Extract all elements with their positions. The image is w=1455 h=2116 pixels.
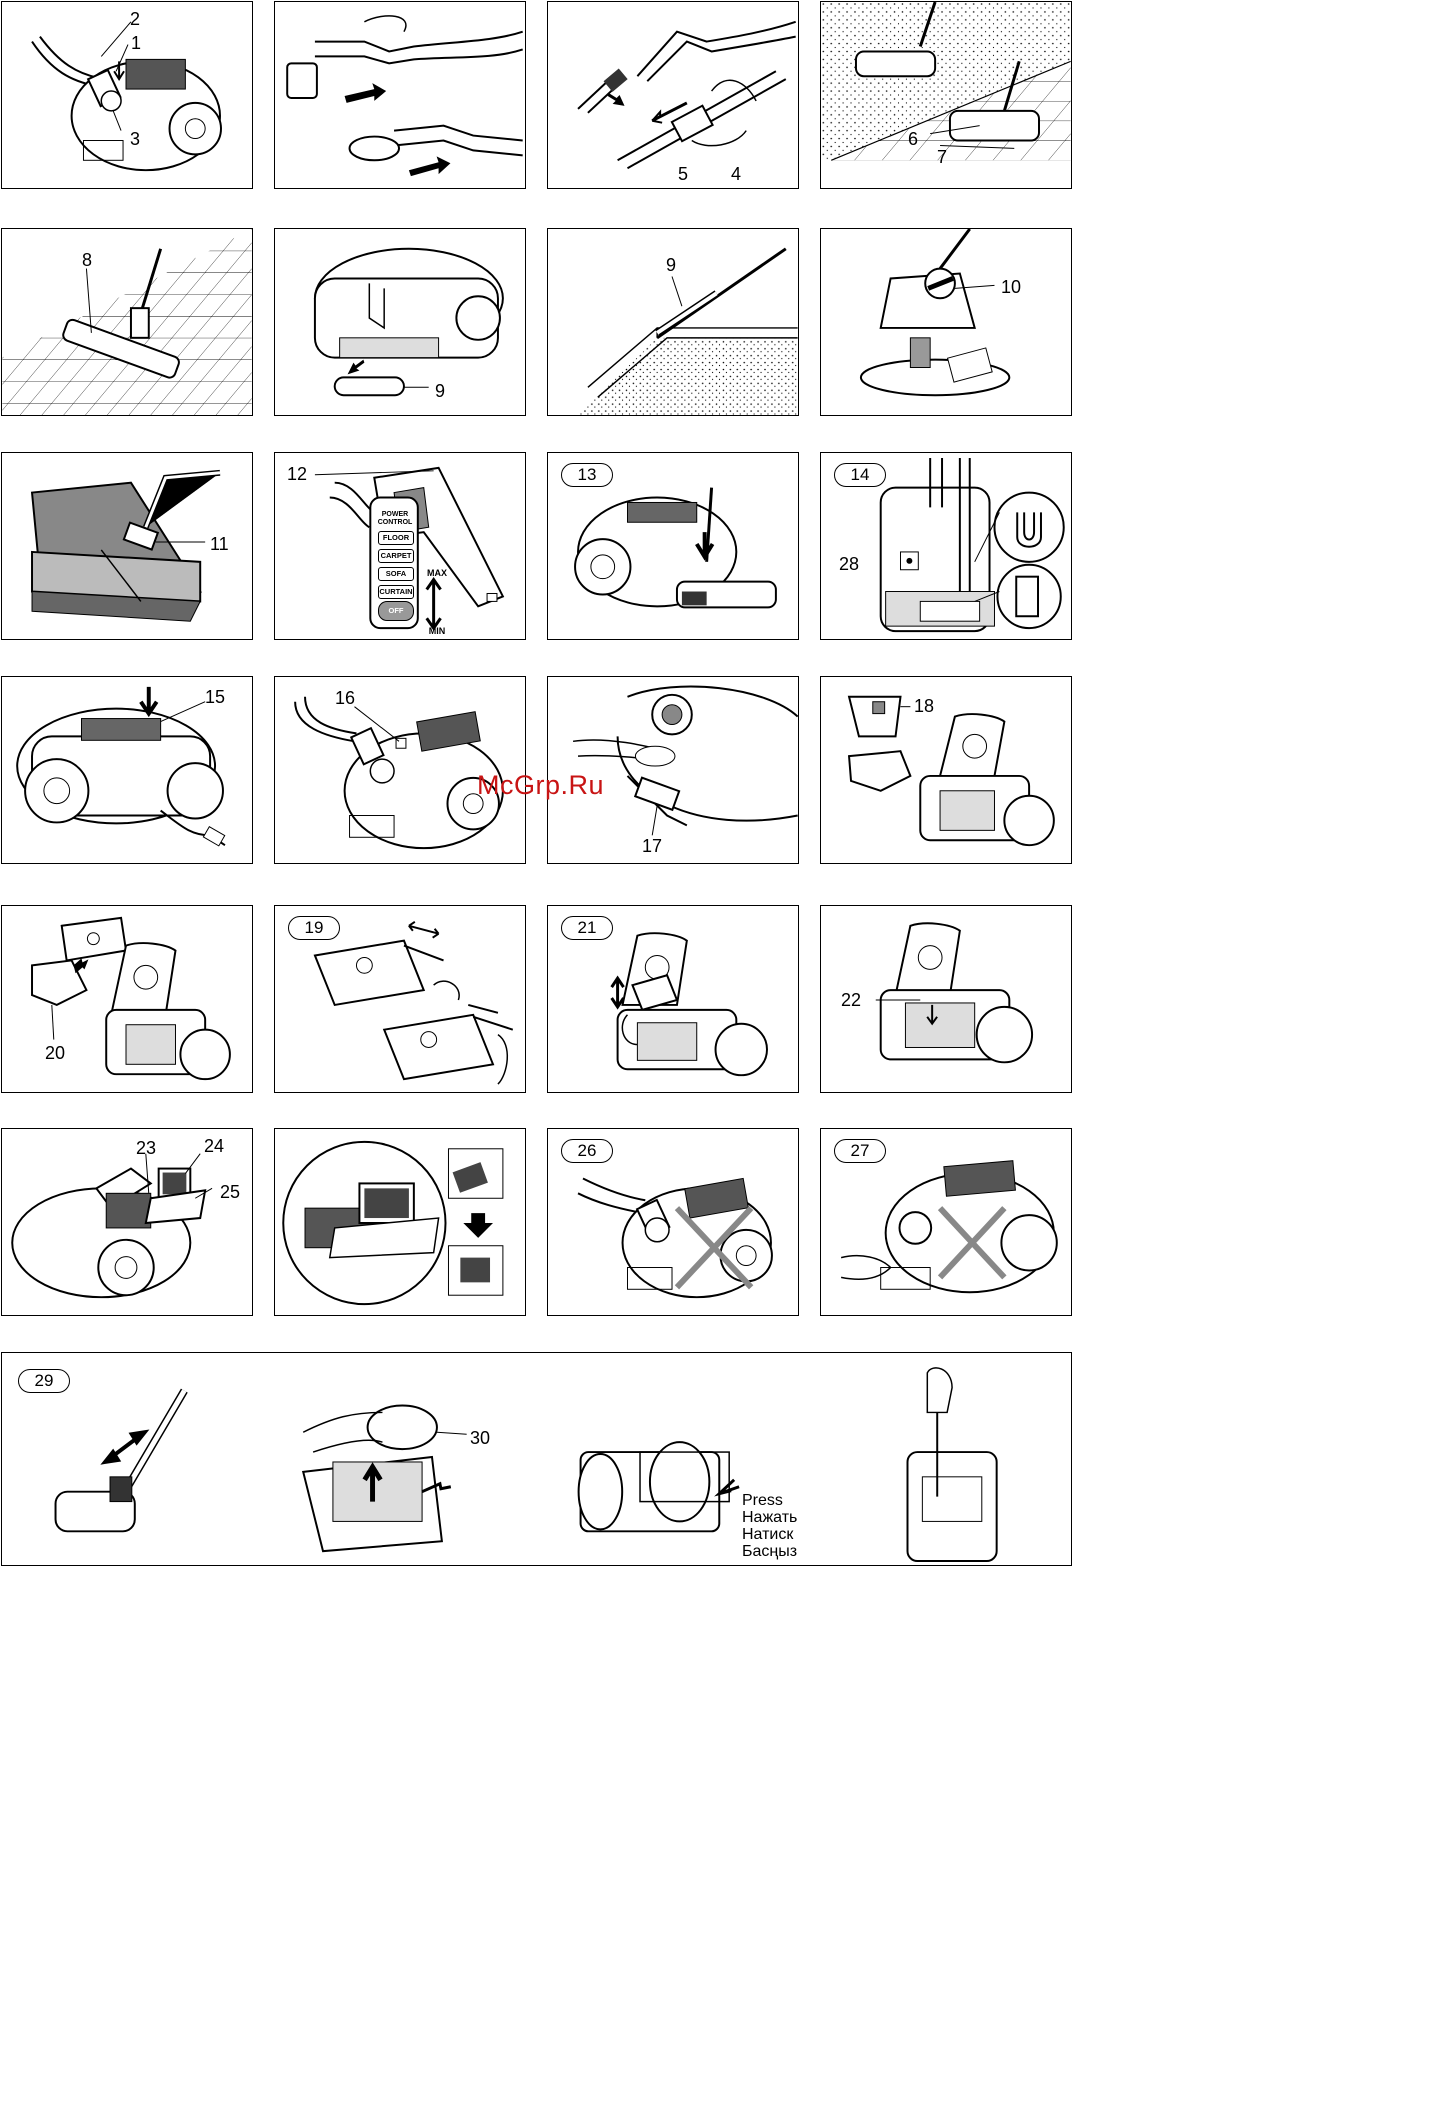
label-2: 2 <box>130 10 140 28</box>
panel-22 <box>274 1128 526 1316</box>
label-22: 22 <box>841 991 861 1009</box>
panel-19: 21 <box>547 905 799 1093</box>
hard-floor-nozzle-illustration <box>2 229 252 415</box>
panel-18: 19 <box>274 905 526 1093</box>
label-18: 18 <box>914 697 934 715</box>
insert-dust-bag-illustration <box>2 906 252 1092</box>
panel-3: 5 4 <box>547 1 799 189</box>
press-ru: Нажать <box>742 1509 797 1526</box>
min-label: MIN <box>425 627 449 635</box>
panel-25: 29 30 Press Нажать Натиск Басңыз <box>1 1352 1072 1566</box>
label-30: 30 <box>470 1429 490 1447</box>
attach-nozzle-illustration <box>275 2 525 188</box>
step-26-marker: 26 <box>561 1139 613 1163</box>
sofa-button[interactable]: SOFA <box>378 567 414 581</box>
label-4: 4 <box>731 165 741 183</box>
telescopic-tube-illustration <box>548 2 798 188</box>
filter-replacement-illustration <box>2 1129 252 1315</box>
panel-2 <box>274 1 526 189</box>
power-control-title: POWER CONTROL <box>375 511 415 527</box>
turbo-brush-maintenance-illustration <box>2 1353 1071 1565</box>
step-27-marker: 27 <box>834 1139 886 1163</box>
max-label: MAX <box>425 569 449 577</box>
panel-10: 12 POWER CONTROL FLOOR CARPET SOFA CURTA… <box>274 452 526 640</box>
step-21-marker: 21 <box>561 916 613 940</box>
panel-21: 23 24 25 <box>1 1128 253 1316</box>
label-3: 3 <box>130 130 140 148</box>
panel-11: 13 <box>547 452 799 640</box>
label-25: 25 <box>220 1183 240 1201</box>
filter-wash-illustration <box>275 1129 525 1315</box>
panel-13: 15 <box>1 676 253 864</box>
label-24: 24 <box>204 1137 224 1155</box>
panel-20: 22 <box>820 905 1072 1093</box>
label-1: 1 <box>131 34 141 52</box>
dusting-brush-illustration <box>821 229 1071 415</box>
panel-17: 20 <box>1 905 253 1093</box>
label-5: 5 <box>678 165 688 183</box>
panel-6: 9 <box>274 228 526 416</box>
label-11: 11 <box>210 535 229 553</box>
panel-1: 2 1 3 <box>1 1 253 189</box>
label-28: 28 <box>839 555 859 573</box>
panel-23: 26 <box>547 1128 799 1316</box>
floor-button[interactable]: FLOOR <box>378 531 414 545</box>
panel-7: 9 <box>547 228 799 416</box>
vacuum-hose-connect-illustration <box>2 2 252 188</box>
press-instruction: Press Нажать Натиск Басңыз <box>742 1492 797 1560</box>
label-23: 23 <box>136 1139 156 1157</box>
label-7: 7 <box>937 148 947 166</box>
panel-4: 6 7 <box>820 1 1072 189</box>
press-kk: Басңыз <box>742 1543 797 1560</box>
panel-24: 27 <box>820 1128 1072 1316</box>
crevice-tool-storage-illustration <box>275 229 525 415</box>
watermark: McGrp.Ru <box>477 770 604 801</box>
press-en: Press <box>742 1492 797 1509</box>
label-20: 20 <box>45 1044 65 1062</box>
label-16: 16 <box>335 689 355 707</box>
step-19-marker: 19 <box>288 916 340 940</box>
off-button[interactable]: OFF <box>378 601 414 621</box>
dust-bag-holder-illustration <box>821 677 1071 863</box>
panel-9: 11 <box>1 452 253 640</box>
panel-8: 10 <box>820 228 1072 416</box>
step-13-marker: 13 <box>561 463 613 487</box>
panel-16: 18 <box>820 676 1072 864</box>
label-8: 8 <box>82 251 92 269</box>
curtain-button[interactable]: CURTAIN <box>378 585 414 599</box>
label-9: 9 <box>435 382 445 400</box>
label-12: 12 <box>287 465 307 483</box>
label-10: 10 <box>1001 278 1021 296</box>
press-bg: Натиск <box>742 1526 797 1543</box>
panel-12: 14 28 <box>820 452 1072 640</box>
label-6: 6 <box>908 130 918 148</box>
label-15: 15 <box>205 688 225 706</box>
label-9b: 9 <box>666 256 676 274</box>
panel-5: 8 <box>1 228 253 416</box>
label-17: 17 <box>642 837 662 855</box>
carpet-button[interactable]: CARPET <box>378 549 414 563</box>
step-14-marker: 14 <box>834 463 886 487</box>
step-29-marker: 29 <box>18 1369 70 1393</box>
